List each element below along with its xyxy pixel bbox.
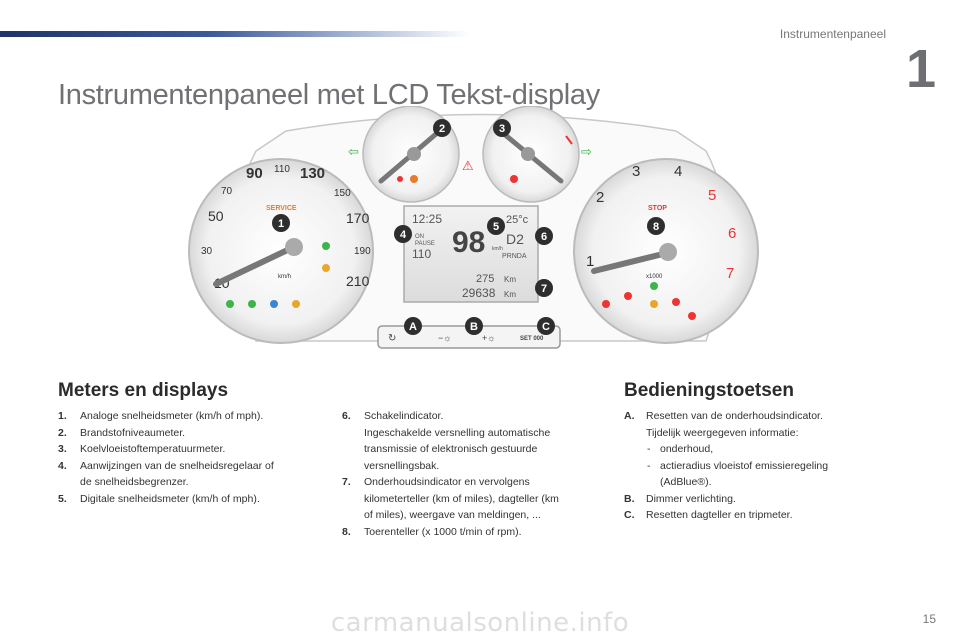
speedometer-dial: 10 30 50 70 90 110 130 150 170 190 210 S… <box>188 158 374 344</box>
callout-b <box>465 317 483 335</box>
rpm-unit-label: x1000 <box>646 274 663 280</box>
lcd-time: 12:25 <box>412 212 442 226</box>
callout-4 <box>394 225 412 243</box>
lcd-pause-label: PAUSE <box>415 241 435 247</box>
lcd-range-unit: Km <box>504 275 516 284</box>
speedo-tick-label: 70 <box>221 186 233 197</box>
list-item: B.Dimmer verlichting. <box>624 492 736 505</box>
stop-warning-label: STOP <box>648 205 667 212</box>
callout-label: 3 <box>499 123 505 135</box>
button-c-label: SET 000 <box>520 336 544 342</box>
list-item: C.Resetten dagteller en tripmeter. <box>624 509 793 521</box>
tachometer-dial: 1 2 3 4 5 6 7 STOP x1000 <box>573 158 759 344</box>
controls-heading: Bedieningstoetsen <box>624 380 794 401</box>
callout-8 <box>647 217 665 235</box>
speedo-tick-label: 170 <box>346 210 370 226</box>
speed-unit-label: km/h <box>278 274 291 280</box>
callout-2 <box>433 119 451 137</box>
tacho-tick-label: 1 <box>586 253 594 270</box>
svg-text:⇦: ⇦ <box>348 144 359 159</box>
meters-list-right: 6.Schakelindicator.Ingeschakelde versnel… <box>342 408 612 540</box>
list-item: 1.Analoge snelheidsmeter (km/h of mph). <box>58 410 264 422</box>
instrument-cluster-illustration: ⇦ ⇨ ⚠ 10 30 50 70 90 110 130 150 170 190… <box>188 106 759 349</box>
callout-5 <box>487 217 505 235</box>
list-item: 8.Toerenteller (x 1000 t/min of rpm). <box>342 525 522 538</box>
callout-label: 8 <box>653 221 659 233</box>
speedo-tick-label: 150 <box>334 188 351 199</box>
lcd-digital-speed: 98 <box>452 226 485 259</box>
lcd-odometer: 29638 <box>462 286 496 300</box>
callout-3 <box>493 119 511 137</box>
list-item: A. Resetten van de onderhoudsindicator. … <box>624 408 914 491</box>
chapter-number: 1 <box>905 39 936 99</box>
button-b-plus-symbol: +☼ <box>482 333 496 343</box>
callout-label: 1 <box>278 218 284 230</box>
speedo-tick-label: 90 <box>246 165 263 182</box>
controls-list: A. Resetten van de onderhoudsindicator. … <box>624 408 914 524</box>
callout-6 <box>535 227 553 245</box>
watermark: carmanualsonline.info <box>330 608 630 638</box>
callout-a <box>404 317 422 335</box>
speedo-tick-label: 30 <box>201 246 213 257</box>
lcd-speed-limit: 110 <box>412 247 431 261</box>
list-item: 2.Brandstofniveaumeter. <box>58 426 186 439</box>
callout-label: C <box>542 321 550 333</box>
callout-label: B <box>470 321 478 333</box>
callout-label: 7 <box>541 283 547 295</box>
lcd-odometer-unit: Km <box>504 290 516 299</box>
lcd-gear-indicator: D2 <box>506 231 524 247</box>
meters-list-left: 1.Analoge snelheidsmeter (km/h of mph). … <box>58 408 328 507</box>
header-accent-bar <box>0 31 470 37</box>
page-number: 15 <box>922 612 936 626</box>
button-a-symbol: ↻ <box>388 333 396 344</box>
list-item: 3.Koelvloeistoftemperatuurmeter. <box>58 443 226 455</box>
lcd-range: 275 <box>476 273 494 285</box>
speedo-tick-label: 130 <box>300 165 325 182</box>
callout-label: 5 <box>493 221 499 233</box>
tacho-tick-label: 6 <box>728 225 736 242</box>
lcd-text-display: 12:25 25°c ON PAUSE 98 km/h 110 D2 PRNDA… <box>403 205 539 303</box>
lcd-speed-unit: km/h <box>492 246 503 252</box>
callout-1 <box>272 214 290 232</box>
callout-c <box>537 317 555 335</box>
speedo-tick-label: 190 <box>354 246 371 257</box>
lcd-gear-options: PRNDA <box>502 253 527 260</box>
lcd-temperature: 25°c <box>506 214 529 226</box>
page-title: Instrumentenpaneel met LCD Tekst-display <box>58 79 600 112</box>
tacho-tick-label: 2 <box>596 189 604 206</box>
speedo-tick-label: 110 <box>274 164 290 175</box>
tacho-tick-label: 3 <box>632 163 640 180</box>
service-warning-label: SERVICE <box>266 205 297 212</box>
svg-text:⇨: ⇨ <box>581 144 592 159</box>
button-b-minus-symbol: −☼ <box>438 333 452 343</box>
callout-label: 4 <box>400 229 407 241</box>
callout-label: 2 <box>439 123 445 135</box>
speedo-tick-label: 210 <box>346 273 370 289</box>
tacho-tick-label: 7 <box>726 265 734 282</box>
list-item: 4.Aanwijzingen van de snelheidsregelaar … <box>58 459 274 489</box>
svg-text:⚠: ⚠ <box>462 158 474 173</box>
speedo-tick-label: 50 <box>208 208 224 224</box>
tacho-tick-label: 5 <box>708 187 716 204</box>
meters-heading: Meters en displays <box>58 380 229 401</box>
callout-7 <box>535 279 553 297</box>
callout-label: 6 <box>541 231 547 243</box>
lcd-on-label: ON <box>415 234 424 240</box>
list-item: 5.Digitale snelheidsmeter (km/h of mph). <box>58 492 260 505</box>
callout-label: A <box>409 321 417 333</box>
tacho-tick-label: 4 <box>674 163 682 180</box>
list-item: 6.Schakelindicator.Ingeschakelde versnel… <box>342 410 551 472</box>
section-name: Instrumentenpaneel <box>779 27 886 41</box>
